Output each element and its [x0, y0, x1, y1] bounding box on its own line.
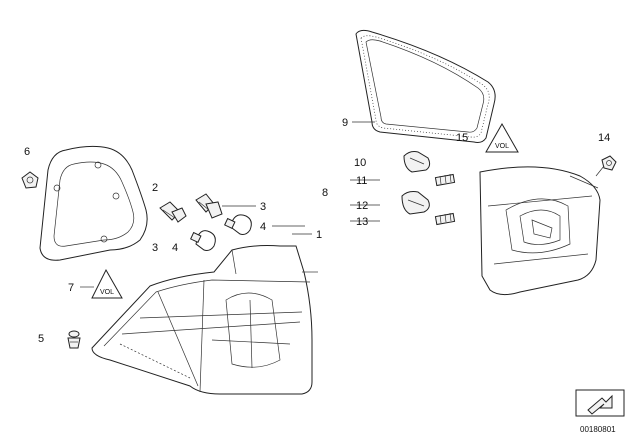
- tail-light-inner: [479, 165, 605, 296]
- tail-light-outer: [91, 245, 313, 395]
- callout-15: 15: [456, 132, 468, 144]
- warning-label-15-text: VOL: [495, 143, 509, 150]
- callout-7: 7: [68, 282, 74, 294]
- warning-label-7-text: VOL: [100, 289, 114, 296]
- bulb-10: [403, 151, 431, 173]
- warning-label-7: VOL: [91, 268, 123, 299]
- callout-3b: 3: [152, 242, 158, 254]
- callout-13: 13: [356, 216, 368, 228]
- bulb-socket-13: [434, 212, 456, 226]
- orientation-arrow-icon: [575, 389, 625, 417]
- bulb-socket-11: [434, 173, 456, 187]
- callout-4a: 4: [260, 221, 266, 233]
- nut-6: [21, 171, 39, 189]
- callout-4b: 4: [172, 242, 178, 254]
- bulb-4b: [190, 230, 216, 251]
- gasket-outer-lamp: [39, 145, 148, 261]
- callout-2: 2: [152, 182, 158, 194]
- nut-14: [601, 155, 617, 171]
- callout-10: 10: [354, 157, 366, 169]
- callout-8: 8: [322, 187, 328, 199]
- callout-12: 12: [356, 200, 368, 212]
- callout-1: 1: [316, 229, 322, 241]
- bulb-socket-2: [159, 201, 187, 223]
- image-code: 00180801: [580, 425, 616, 434]
- bulb-12: [401, 191, 430, 215]
- gasket-inner-lamp: [355, 29, 496, 143]
- bulb-4a: [224, 214, 252, 235]
- callout-6: 6: [24, 146, 30, 158]
- callout-14: 14: [598, 132, 610, 144]
- bulb-socket-3: [195, 193, 223, 219]
- callout-9: 9: [342, 117, 348, 129]
- callout-11: 11: [356, 175, 367, 187]
- callout-5: 5: [38, 333, 44, 345]
- warning-label-15: VOL: [485, 122, 519, 153]
- callout-3a: 3: [260, 201, 266, 213]
- clip-5: [67, 330, 81, 349]
